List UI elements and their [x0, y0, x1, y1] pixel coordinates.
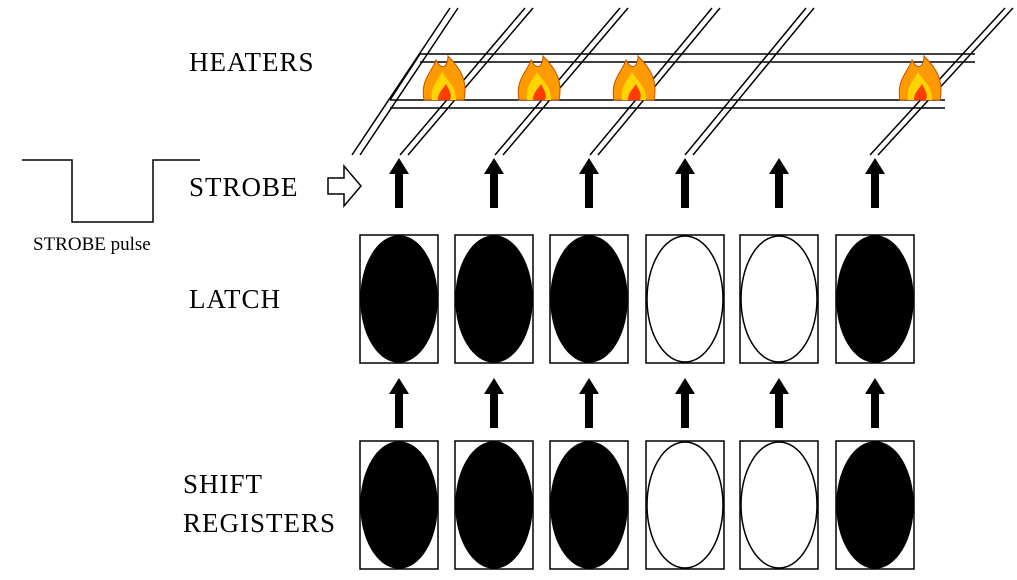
latch-cell-6: [835, 234, 915, 364]
bit-zero-ellipse: [646, 235, 724, 363]
up-arrow-icon: [579, 158, 599, 208]
flame-icon: [898, 54, 942, 101]
heater-separator-line: [684, 7, 807, 156]
latch-cell-1: [359, 234, 439, 364]
heater-separator-line: [407, 7, 534, 156]
up-arrow-icon: [769, 378, 789, 428]
shift-register-cell-6: [835, 440, 915, 570]
heater-separator-line: [692, 7, 815, 156]
shift-register-cell-4: [645, 440, 725, 570]
heater-rail: [389, 53, 975, 109]
up-arrow-icon: [865, 378, 885, 428]
shift-register-cell-1: [359, 440, 439, 570]
flame-icon: [422, 54, 466, 101]
bit-one-ellipse: [360, 441, 438, 569]
registers-label-line2: REGISTERS: [183, 508, 336, 538]
up-arrow-icon: [484, 378, 504, 428]
bit-zero-ellipse: [646, 441, 724, 569]
up-arrow-icon: [389, 158, 409, 208]
latch-label: LATCH: [189, 284, 281, 314]
shift-to-latch-arrows: [389, 378, 885, 428]
strobe-pulse-waveform: [22, 159, 200, 223]
strobe-label: STROBE: [189, 172, 299, 202]
bit-one-ellipse: [455, 235, 533, 363]
heater-separator-line: [597, 7, 721, 156]
up-arrow-icon: [389, 378, 409, 428]
shift-register-cells: [359, 440, 915, 570]
shift-register-cell-2: [454, 440, 534, 570]
strobe-hollow-arrow-icon: [327, 163, 362, 209]
up-arrow-icon: [579, 378, 599, 428]
flame-icon: [517, 54, 561, 101]
latch-cell-3: [549, 234, 629, 364]
up-arrow-icon: [484, 158, 504, 208]
bit-one-ellipse: [455, 441, 533, 569]
heater-separator-lines: [351, 7, 1014, 156]
bit-one-ellipse: [550, 441, 628, 569]
strobe-arrows: [389, 158, 885, 208]
bit-zero-ellipse: [740, 441, 818, 569]
shift-register-cell-3: [549, 440, 629, 570]
up-arrow-icon: [675, 378, 695, 428]
up-arrow-icon: [675, 158, 695, 208]
heater-separator-line: [359, 7, 459, 156]
bit-zero-ellipse: [740, 235, 818, 363]
heater-separator-line: [351, 7, 451, 156]
heater-flames: [422, 54, 942, 101]
heaters-label: HEATERS: [189, 47, 315, 77]
up-arrow-icon: [769, 158, 789, 208]
shift-register-cell-5: [739, 440, 819, 570]
flame-icon: [612, 54, 656, 101]
bit-one-ellipse: [836, 441, 914, 569]
bit-one-ellipse: [550, 235, 628, 363]
heater-separator-line: [502, 7, 629, 156]
latch-cell-5: [739, 234, 819, 364]
up-arrow-icon: [865, 158, 885, 208]
latch-cell-2: [454, 234, 534, 364]
heater-separator-line: [877, 7, 1014, 156]
bit-one-ellipse: [360, 235, 438, 363]
latch-cell-4: [645, 234, 725, 364]
shift-label-line1: SHIFT: [183, 469, 263, 499]
strobe-pulse-label: STROBE pulse: [33, 234, 151, 255]
latch-cells: [359, 234, 915, 364]
bit-one-ellipse: [836, 235, 914, 363]
